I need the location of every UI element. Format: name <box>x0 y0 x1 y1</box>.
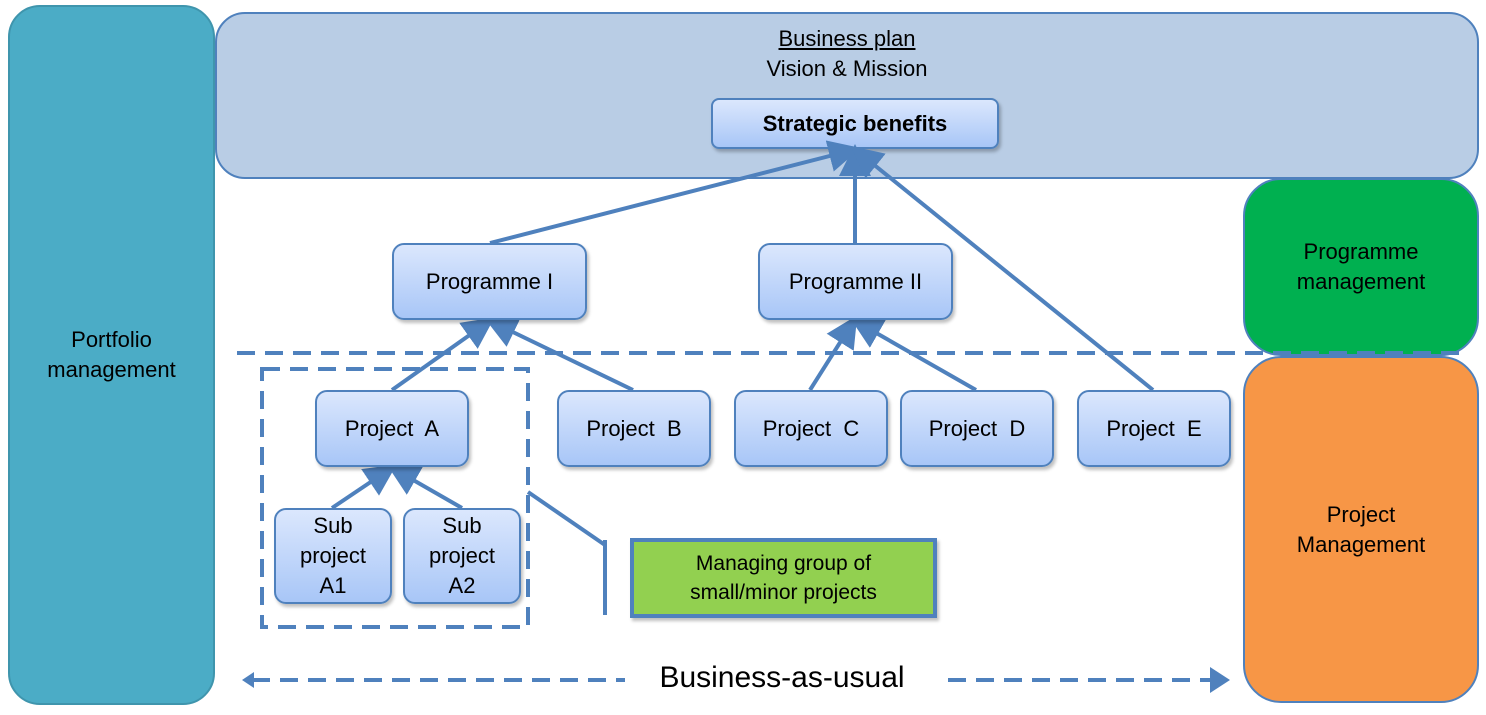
programme-management-label: Programme management <box>1296 239 1426 294</box>
group-dashed-box <box>260 367 530 629</box>
arrow-projE-benefits <box>850 145 1155 392</box>
sub-label: Sub <box>313 513 353 538</box>
managing-group-label: Managing group of small/minor projects <box>690 552 877 604</box>
project-management-label: Project Management <box>1296 501 1426 557</box>
sub-label: project <box>428 543 496 568</box>
programme-i-node: Programme I <box>392 243 587 320</box>
business-as-usual-label: Business-as-usual <box>632 658 932 698</box>
project-management-panel: Project Management <box>1243 356 1479 703</box>
arrow-projD-prog2 <box>850 318 977 392</box>
project-b-node: Project B <box>557 390 711 467</box>
project-e-node: Project E <box>1077 390 1231 467</box>
project-a-node: Project A <box>315 390 469 467</box>
sub-label: Sub <box>442 513 482 538</box>
arrow-sub2-projA <box>387 465 463 510</box>
sub-label: project <box>299 543 367 568</box>
project-d-node: Project D <box>900 390 1054 467</box>
bau-arrowhead-right <box>1210 667 1230 693</box>
programme-ii-node: Programme II <box>758 243 953 320</box>
bau-arrowhead-left <box>242 672 254 688</box>
arrow-projC-prog2 <box>808 315 858 392</box>
business-plan-title: Business plan <box>778 26 916 51</box>
managing-group-box: Managing group of small/minor projects <box>630 538 937 618</box>
programme-management-panel: Programme management <box>1243 178 1479 356</box>
project-c-node: Project C <box>734 390 888 467</box>
callout-line <box>526 490 607 547</box>
arrow-projA-prog1 <box>390 317 495 392</box>
vision-mission: Vision & Mission <box>766 56 928 81</box>
sub-label: A2 <box>448 573 476 598</box>
portfolio-management-panel: Portfolio management <box>8 5 215 705</box>
arrow-projB-prog1 <box>484 318 634 392</box>
sub-label: A1 <box>319 573 347 598</box>
arrow-sub1-projA <box>330 464 397 510</box>
portfolio-label: Portfolio management <box>47 327 176 382</box>
arrow-prog1-benefits <box>489 140 861 245</box>
